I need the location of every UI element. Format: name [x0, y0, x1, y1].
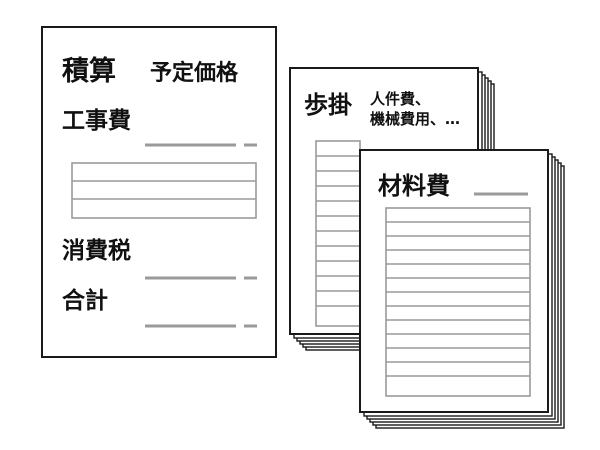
estimate-subtitle: 予定価格 — [150, 60, 239, 86]
estimate-title: 積算 — [62, 55, 116, 87]
estimate-table-frame — [71, 162, 257, 219]
material-table-frame — [385, 207, 531, 397]
estimate-breakdown-table — [71, 162, 257, 219]
rate-items-line1: 人件費、 — [370, 90, 430, 108]
rate-items-line2: 機械費用、… — [370, 110, 460, 128]
consumption-tax-label: 消費税 — [62, 237, 131, 264]
material-table — [385, 207, 531, 397]
construction-cost-label: 工事費 — [62, 108, 131, 134]
rate-title: 歩掛 — [304, 91, 352, 119]
material-document-stack: 材料費 — [359, 149, 565, 429]
estimate-document: 積算 予定価格 工事費 消費税 合計 — [41, 26, 277, 358]
estimate-sheet — [41, 26, 277, 358]
total-label: 合計 — [62, 287, 108, 314]
material-title: 材料費 — [378, 172, 450, 200]
